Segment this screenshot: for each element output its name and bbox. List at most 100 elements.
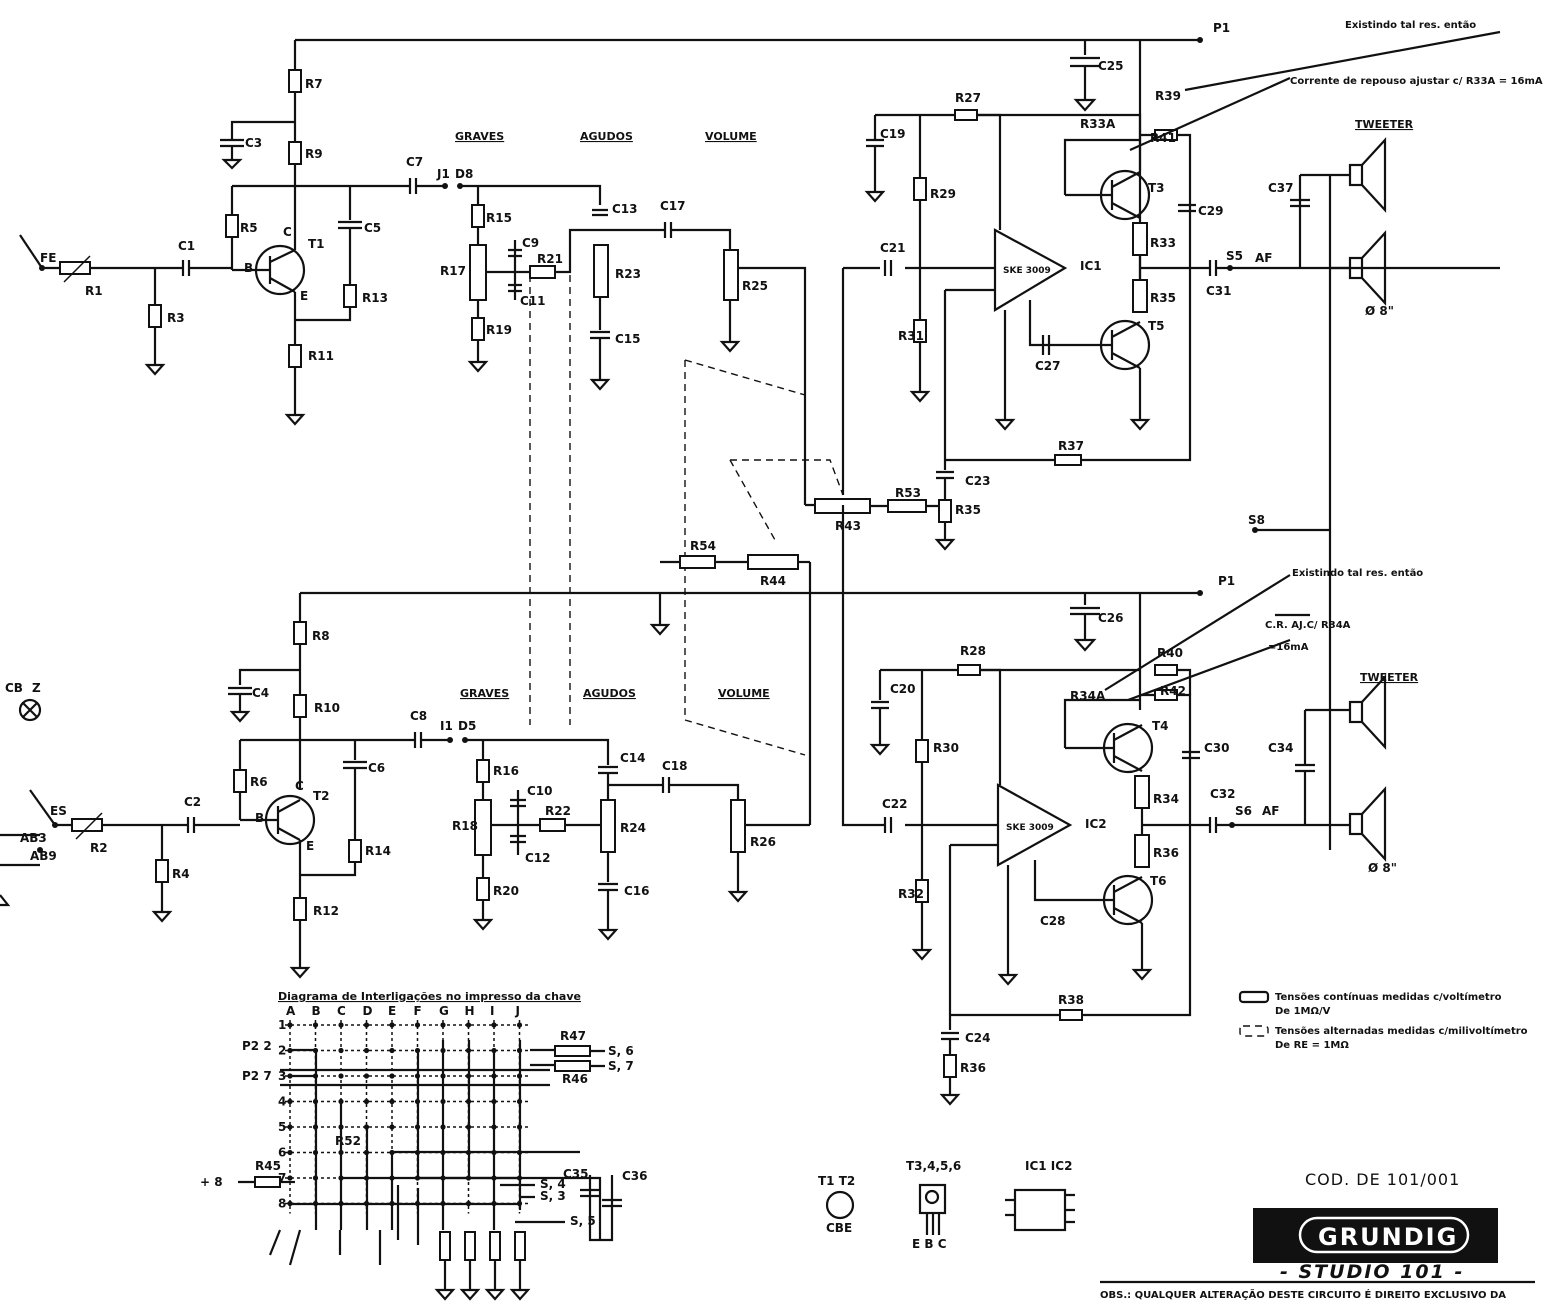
label-c21: C21 <box>880 241 906 255</box>
label-r17: R17 <box>440 264 466 278</box>
label-s8: S8 <box>1248 513 1265 527</box>
matrix-col-B: B <box>312 1004 321 1018</box>
label-c19: C19 <box>880 127 906 141</box>
label-s5: S5 <box>1226 249 1243 263</box>
matrix-col-J: J <box>515 1004 520 1018</box>
label-r39: R39 <box>1155 89 1181 103</box>
label-c23: C23 <box>965 474 991 488</box>
label-t4: T4 <box>1152 719 1169 733</box>
label-r38: R38 <box>1058 993 1084 1007</box>
label-c36: C36 <box>622 1169 648 1183</box>
label-r25: R25 <box>742 279 768 293</box>
label-d8: D8 <box>455 167 473 181</box>
label-r35b: R35 <box>955 503 981 517</box>
label-c9: C9 <box>522 236 539 250</box>
brand-logo-text: GRUNDIG <box>1318 1223 1458 1251</box>
label-d5: D5 <box>458 719 476 733</box>
matrix-row-8: 8 <box>278 1197 286 1211</box>
label-s6: S6 <box>1235 804 1252 818</box>
matrix-col-F: F <box>414 1004 422 1018</box>
title-model: - STUDIO 101 - <box>1280 1261 1464 1283</box>
label-s34: S, 4 <box>540 1177 566 1191</box>
label-r29: R29 <box>930 187 956 201</box>
label-r13: R13 <box>362 291 388 305</box>
label-r9: R9 <box>305 147 323 161</box>
section-agudos-top: AGUDOS <box>580 130 633 143</box>
matrix-node <box>287 1175 293 1181</box>
matrix-node <box>363 1022 370 1028</box>
label-r40: R40 <box>1157 646 1183 660</box>
matrix-node <box>414 1022 421 1028</box>
label-c15: C15 <box>615 332 641 346</box>
dip8-outline <box>1013 1188 1067 1232</box>
label-c25: C25 <box>1098 59 1124 73</box>
label-c27: C27 <box>1035 359 1061 373</box>
note-existindo-bottom: Existindo tal res. então <box>1292 568 1423 579</box>
matrix-node <box>389 1047 395 1054</box>
legend-solid-swatch <box>1238 990 1270 1004</box>
matrix-node <box>287 1149 293 1156</box>
matrix-col-G: G <box>439 1004 449 1018</box>
label-r33: R33 <box>1150 236 1176 250</box>
label-r27: R27 <box>955 91 981 105</box>
label-es: ES <box>50 804 67 818</box>
matrix-node <box>338 1073 344 1079</box>
label-c16: C16 <box>624 884 650 898</box>
section-agudos-bottom: AGUDOS <box>583 687 636 700</box>
label-i1: I1 <box>440 719 453 733</box>
label-ic2: IC2 <box>1085 817 1107 831</box>
label-b-t2: B <box>255 811 264 825</box>
label-r15: R15 <box>486 211 512 225</box>
note-ma: =16mA <box>1268 642 1309 653</box>
label-b-t1: B <box>244 261 253 275</box>
label-e-t2: E <box>306 839 314 853</box>
note-existindo-top: Existindo tal res. então <box>1345 20 1476 31</box>
left-edge <box>0 698 43 907</box>
label-r47: R47 <box>560 1029 586 1043</box>
legend-dashed-1: Tensões alternadas medidas c/milivoltíme… <box>1275 1025 1528 1037</box>
matrix-row-1: 1 <box>278 1018 286 1032</box>
label-c4: C4 <box>252 686 269 700</box>
matrix-trace <box>290 1048 318 1230</box>
label-ic1: IC1 <box>1080 259 1102 273</box>
label-r5: R5 <box>240 221 258 235</box>
text-layer: GRAVES AGUDOS VOLUME GRAVES AGUDOS VOLUM… <box>5 20 1543 1301</box>
matrix-row-7: 7 <box>278 1171 286 1185</box>
label-r28: R28 <box>960 644 986 658</box>
label-c10: C10 <box>527 784 553 798</box>
title-obs: OBS.: QUALQUER ALTERAÇÃO DESTE CIRCUITO … <box>1100 1288 1506 1301</box>
label-r33a: R33A <box>1080 117 1116 131</box>
label-c14: C14 <box>620 751 646 765</box>
matrix-node <box>338 1047 344 1054</box>
matrix-node <box>465 1022 472 1028</box>
matrix-node <box>389 1124 395 1130</box>
title-cod: COD. DE 101/001 <box>1305 1170 1460 1189</box>
label-s35: S, 5 <box>570 1214 596 1228</box>
label-r10: R10 <box>314 701 340 715</box>
label-af-bottom: AF <box>1262 804 1279 818</box>
label-t1: T1 <box>308 237 325 251</box>
label-j1: J1 <box>436 167 450 181</box>
tweeter-top: TWEETER <box>1355 118 1414 131</box>
label-r32: R32 <box>898 887 924 901</box>
matrix-col-C: C <box>337 1004 346 1018</box>
label-s33: S, 3 <box>540 1189 566 1203</box>
label-z: Z <box>32 681 41 695</box>
label-c32: C32 <box>1210 787 1236 801</box>
label-ebc: E B C <box>912 1237 947 1251</box>
label-r3: R3 <box>167 311 185 325</box>
matrix-row-4: 4 <box>278 1095 286 1109</box>
label-r30: R30 <box>933 741 959 755</box>
label-spk-bottom: Ø 8" <box>1368 861 1397 875</box>
label-r21: R21 <box>537 252 563 266</box>
label-r16: R16 <box>493 764 519 778</box>
label-s57: S, 7 <box>608 1059 634 1073</box>
label-c3: C3 <box>245 136 262 150</box>
label-c12: C12 <box>525 851 551 865</box>
label-p1-bottom: P1 <box>1218 574 1235 588</box>
label-c17: C17 <box>660 199 686 213</box>
label-r6: R6 <box>250 775 268 789</box>
matrix-trace <box>341 1176 602 1240</box>
